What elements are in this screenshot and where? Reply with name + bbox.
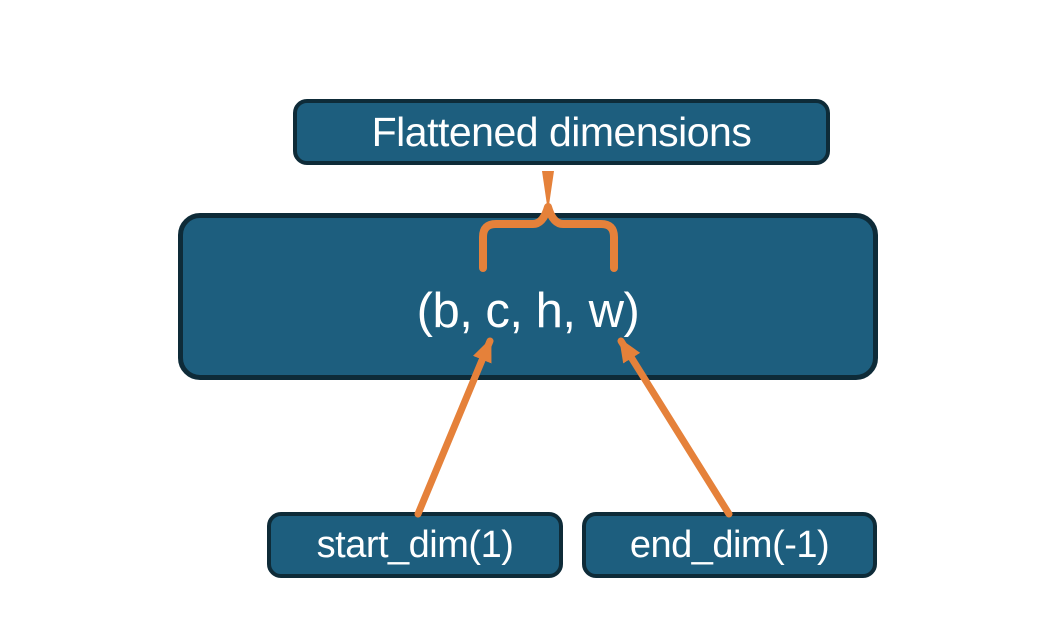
tensor-shape-box: (b, c, h, w): [178, 213, 878, 380]
end-dim-label: end_dim(-1): [629, 523, 830, 566]
flattened-dimensions-box: Flattened dimensions: [293, 99, 830, 165]
end-dim-box: end_dim(-1): [582, 512, 877, 578]
brace-stem-icon: [542, 171, 554, 212]
start-dim-label: start_dim(1): [316, 523, 514, 566]
flattened-dimensions-label: Flattened dimensions: [371, 108, 752, 155]
tensor-shape-label: (b, c, h, w): [416, 283, 640, 338]
start-dim-box: start_dim(1): [267, 512, 563, 578]
